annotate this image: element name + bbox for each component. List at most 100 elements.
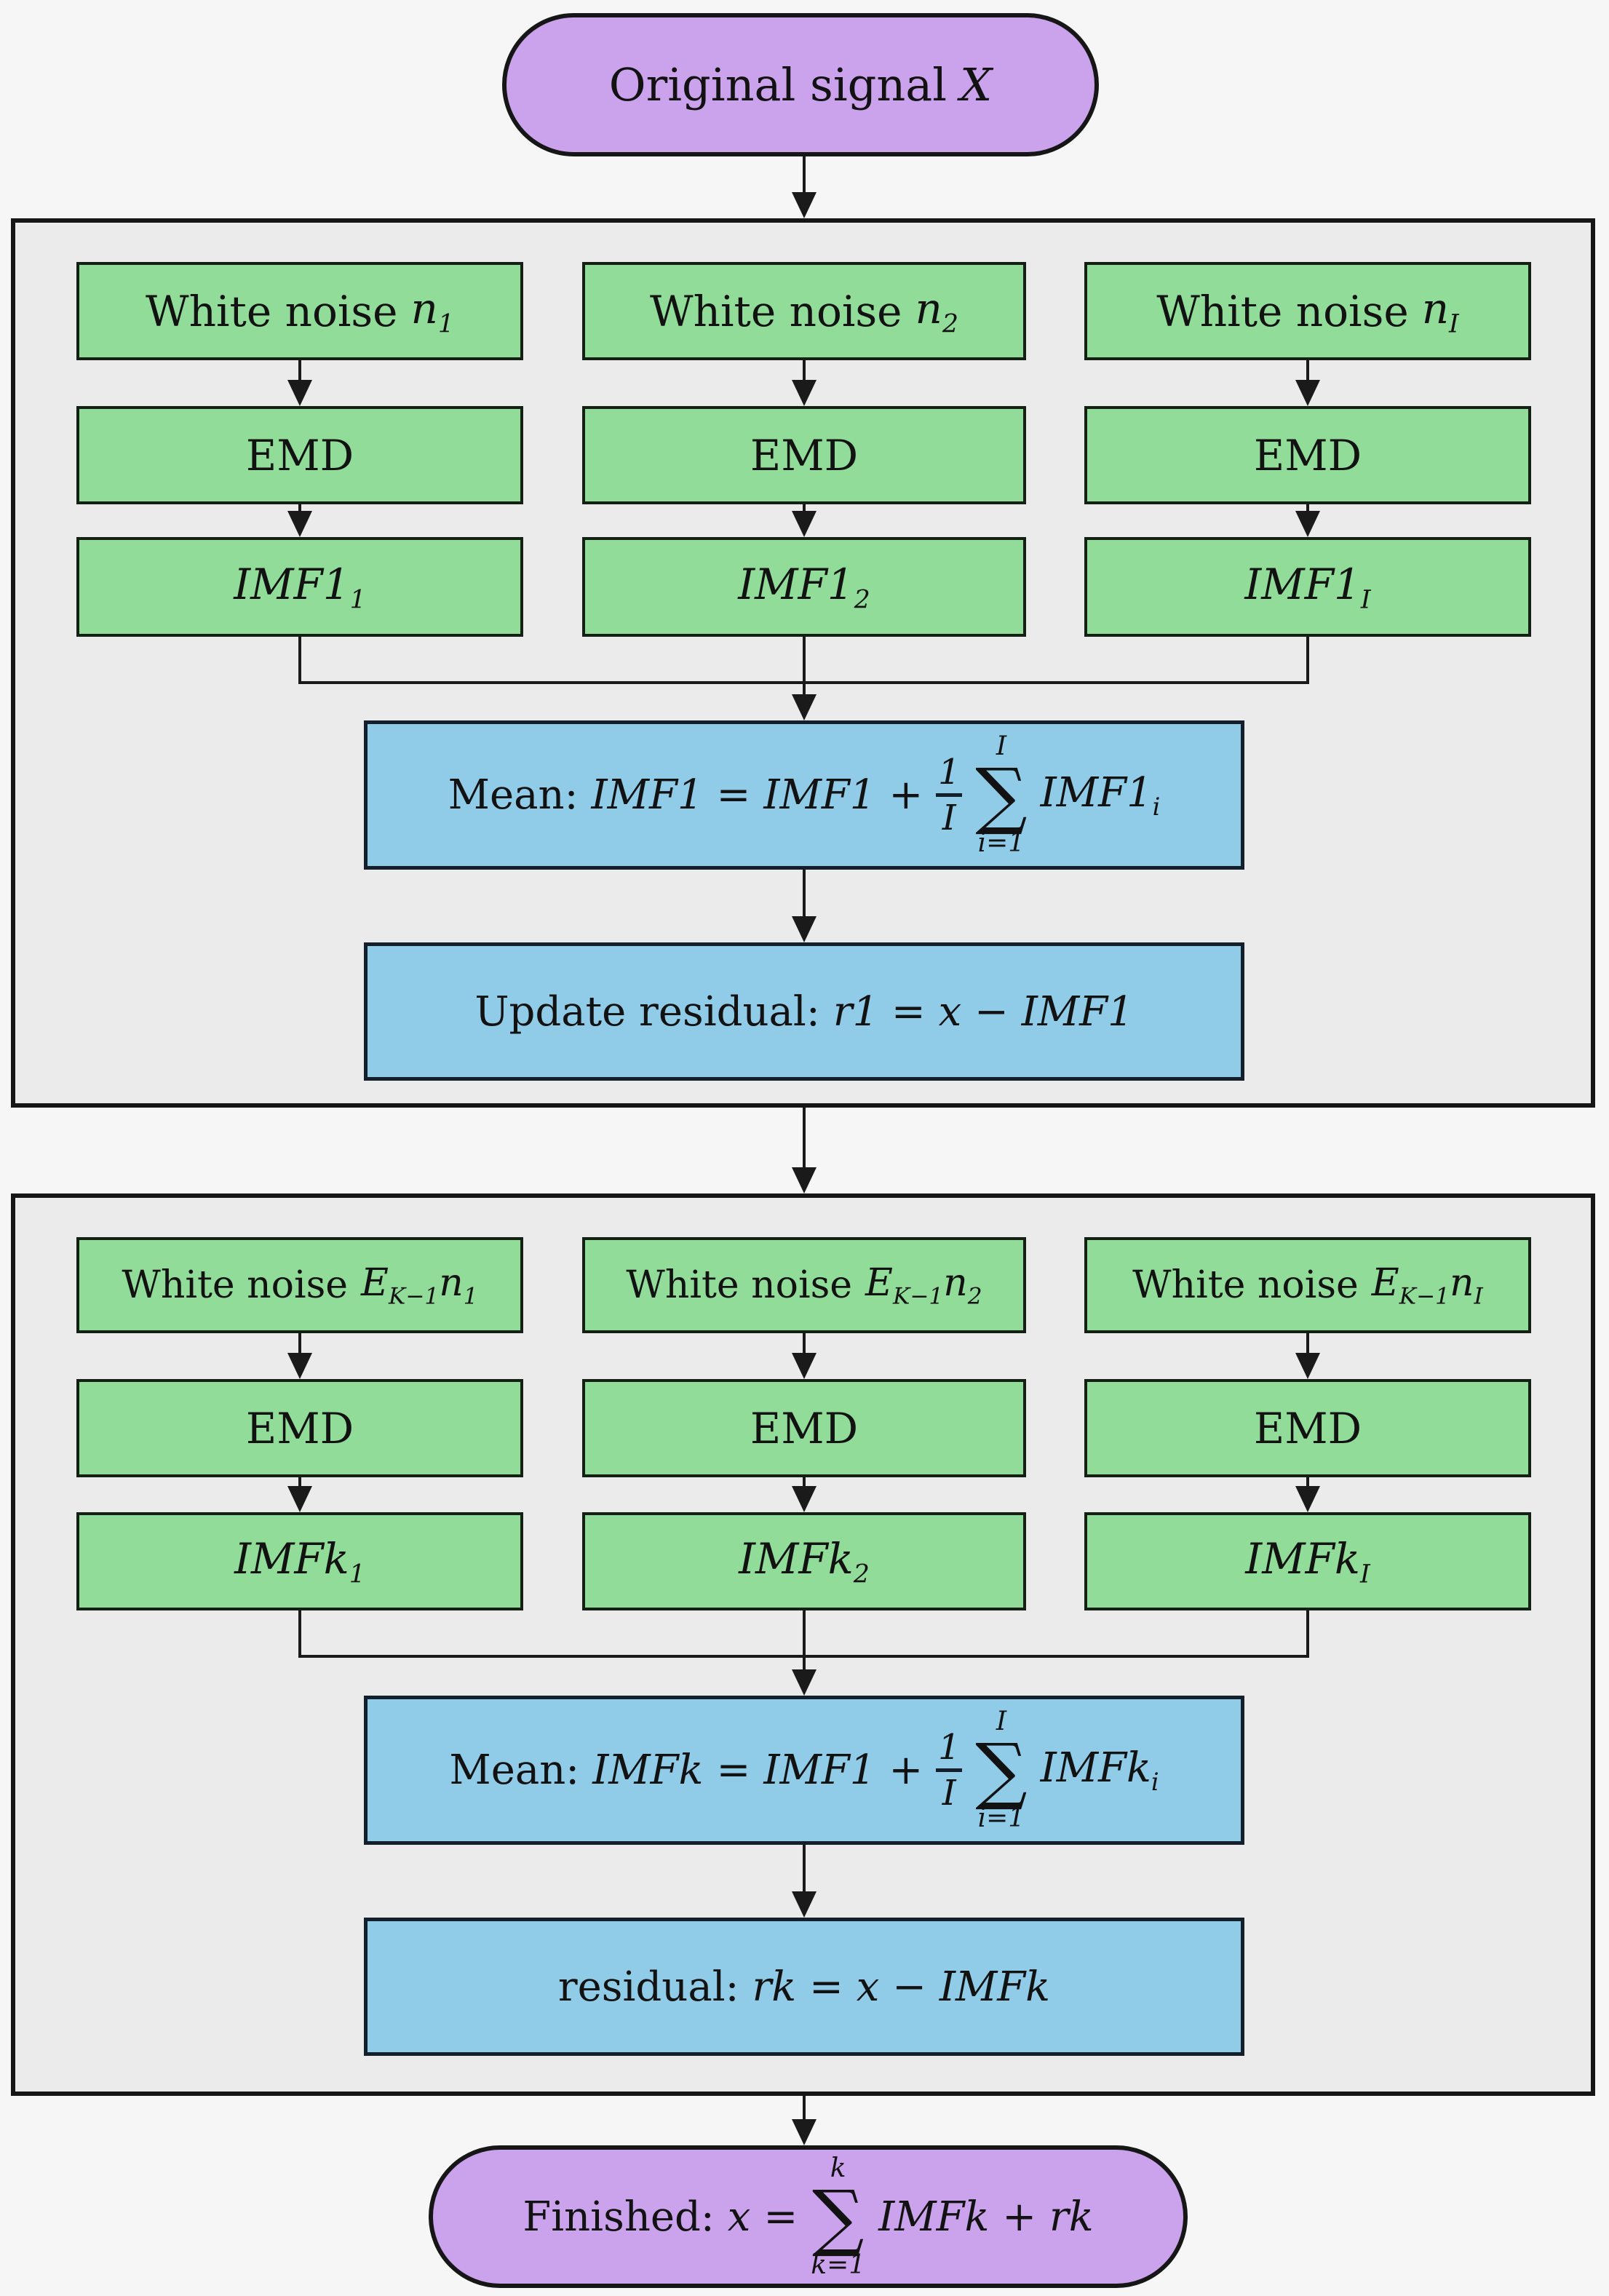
arrowhead-down-icon <box>287 1353 312 1379</box>
white-noise-label: White noise <box>1156 286 1409 336</box>
imf1-box-2: IMF12 <box>582 537 1026 637</box>
white-noise-label: White noise <box>1132 1263 1359 1307</box>
sum-term: IMF1i <box>1040 768 1161 822</box>
connector-line <box>803 870 806 918</box>
summation: I ∑ i=1 <box>975 1707 1028 1833</box>
arrowhead-down-icon <box>792 511 817 537</box>
emd-box-s2-1: EMD <box>76 1379 523 1477</box>
merge-line-right <box>1306 637 1309 684</box>
white-noise-ek-box-1: White noise EK−1n1 <box>76 1237 523 1333</box>
connector-line <box>803 637 806 696</box>
imfk-box-2: IMFk2 <box>582 1512 1026 1610</box>
residual-formula: rk = x − IMFk <box>752 1963 1051 2011</box>
arrowhead-down-icon <box>1295 1353 1320 1379</box>
connector-line <box>298 1477 301 1486</box>
connector-line <box>298 1333 301 1354</box>
sum-term: IMFki <box>1040 1744 1159 1797</box>
emd-box-2: EMD <box>582 406 1026 504</box>
connector-line <box>1306 1333 1309 1354</box>
white-noise-label: White noise <box>146 286 398 336</box>
emd-label: EMD <box>1253 430 1362 480</box>
white-noise-ek-box-3: White noise EK−1nI <box>1084 1237 1531 1333</box>
imf-label: IMFkI <box>1245 1533 1370 1589</box>
connector-line <box>298 504 301 513</box>
emd-label: EMD <box>245 1403 354 1453</box>
finish-node: Finished: x = k ∑ k=1 IMFk + rk <box>429 2145 1188 2288</box>
mean-prefix: Mean: <box>448 771 579 819</box>
arrowhead-down-icon <box>792 380 817 406</box>
residual-prefix: Update residual: <box>474 988 820 1036</box>
imf-label: IMF1I <box>1244 559 1371 615</box>
summation: k ∑ k=1 <box>811 2153 866 2280</box>
noise-variable: EK−1nI <box>1371 1260 1483 1310</box>
connector-line <box>1306 1477 1309 1486</box>
white-noise-label: White noise <box>626 1263 853 1307</box>
imf-label: IMFk1 <box>234 1533 365 1589</box>
imf-label: IMF11 <box>234 559 366 615</box>
connector-line <box>803 2096 806 2121</box>
start-label: Original signal <box>608 58 947 111</box>
arrowhead-down-icon <box>792 192 817 218</box>
arrowhead-down-icon <box>792 2119 817 2145</box>
imfk-box-1: IMFk1 <box>76 1512 523 1610</box>
white-noise-box-3: White noise nI <box>1084 262 1531 360</box>
arrowhead-down-icon <box>1295 1486 1320 1512</box>
finish-prefix: Finished: <box>523 2193 715 2241</box>
noise-variable: EK−1n2 <box>865 1260 982 1310</box>
mean-rhs: IMF1 <box>763 771 876 819</box>
arrowhead-down-icon <box>792 1669 817 1696</box>
connector-line <box>803 1108 806 1167</box>
finish-term: IMFk + rk <box>878 2193 1094 2241</box>
equals-sign: = <box>763 2193 798 2241</box>
mean-prefix: Mean: <box>449 1747 580 1794</box>
start-node: Original signal X <box>502 13 1099 156</box>
connector-line <box>803 156 806 194</box>
emd-label: EMD <box>245 430 354 480</box>
mean-lhs: IMFk <box>592 1747 704 1794</box>
sum-symbol: ∑ <box>975 752 1028 838</box>
arrowhead-down-icon <box>792 1353 817 1379</box>
summation: I ∑ i=1 <box>975 731 1028 858</box>
noise-variable: n1 <box>410 283 455 339</box>
arrowhead-down-icon <box>287 1486 312 1512</box>
equals-sign: = <box>716 771 751 819</box>
connector-line <box>803 1610 806 1669</box>
plus-sign: + <box>889 771 923 819</box>
emd-box-s2-2: EMD <box>582 1379 1026 1477</box>
merge-line-right <box>1306 1610 1309 1658</box>
connector-line <box>803 1333 806 1354</box>
connector-line <box>803 504 806 513</box>
noise-variable: nI <box>1421 283 1459 339</box>
mean-rhs: IMF1 <box>763 1747 876 1794</box>
emd-label: EMD <box>750 430 859 480</box>
merge-line-left <box>298 637 301 684</box>
sum-symbol: ∑ <box>975 1728 1028 1813</box>
arrowhead-down-icon <box>792 694 817 720</box>
imf-label: IMF12 <box>738 559 870 615</box>
arrowhead-down-icon <box>287 380 312 406</box>
imfk-box-3: IMFkI <box>1084 1512 1531 1610</box>
mean-imf1-box: Mean: IMF1 = IMF1 + 1 I I ∑ i=1 IMF1i <box>364 720 1244 870</box>
imf1-box-3: IMF1I <box>1084 537 1531 637</box>
emd-box-s2-3: EMD <box>1084 1379 1531 1477</box>
fraction-bar <box>936 1768 963 1772</box>
fraction: 1 I <box>936 753 963 836</box>
connector-line <box>298 360 301 383</box>
connector-line <box>803 360 806 383</box>
white-noise-box-1: White noise n1 <box>76 262 523 360</box>
residual-prefix: residual: <box>557 1963 739 2011</box>
residual-formula: r1 = x − IMF1 <box>833 988 1134 1036</box>
white-noise-label: White noise <box>650 286 902 336</box>
equals-sign: = <box>716 1747 751 1794</box>
imf1-box-1: IMF11 <box>76 537 523 637</box>
arrowhead-down-icon <box>792 1167 817 1193</box>
update-residual-box: Update residual: r1 = x − IMF1 <box>364 942 1244 1081</box>
mean-imfk-box: Mean: IMFk = IMF1 + 1 I I ∑ i=1 IMFki <box>364 1696 1244 1845</box>
connector-line <box>1306 360 1309 383</box>
residual-box: residual: rk = x − IMFk <box>364 1918 1244 2056</box>
imf-label: IMFk2 <box>739 1533 870 1589</box>
white-noise-ek-box-2: White noise EK−1n2 <box>582 1237 1026 1333</box>
arrowhead-down-icon <box>1295 380 1320 406</box>
connector-line <box>1306 504 1309 513</box>
